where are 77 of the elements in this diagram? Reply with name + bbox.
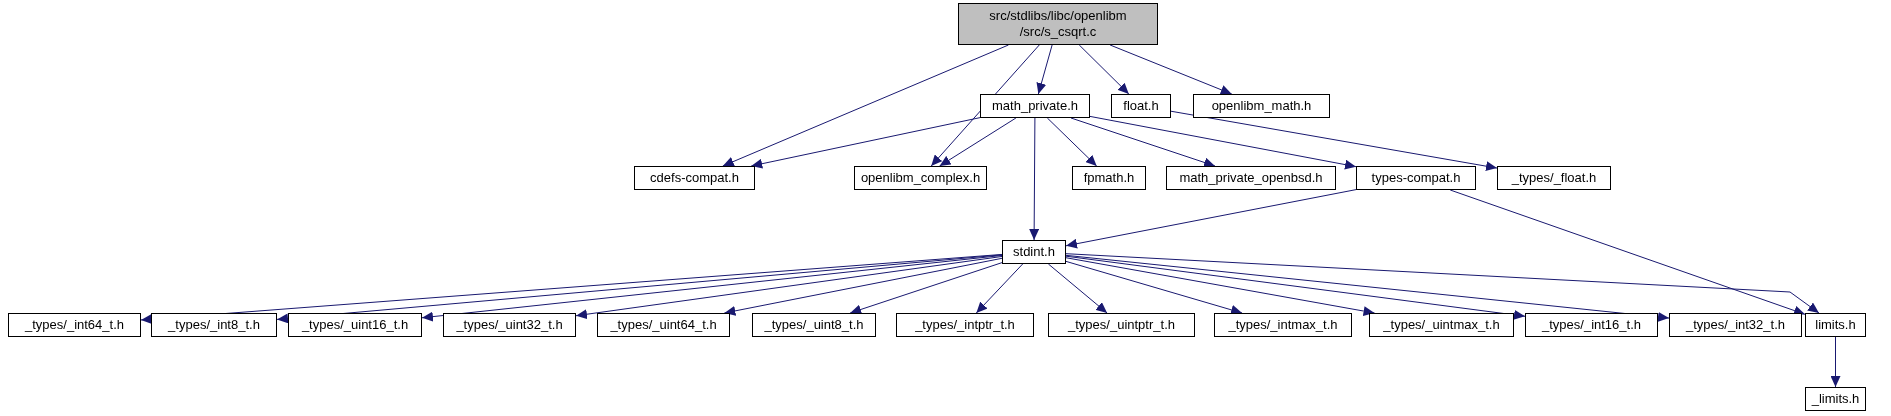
- file-box: [958, 3, 1158, 45]
- arrow: [1065, 253, 1820, 314]
- file-name: cdefs-compat.h: [650, 170, 739, 186]
- file-box: [896, 313, 1034, 337]
- file-name: _types/_float.h: [1511, 170, 1597, 186]
- file-box: [1048, 313, 1195, 337]
- file-box: [980, 94, 1090, 118]
- arrow: [575, 255, 1003, 320]
- file-box: [752, 313, 876, 337]
- arrow: [1109, 44, 1233, 95]
- file-name: _types/_int8_t.h: [168, 317, 260, 333]
- arrow: [750, 117, 981, 169]
- file-box: [1214, 313, 1352, 337]
- file-name: openlibm_complex.h: [860, 170, 981, 186]
- file-name: _types/_uint64_t.h: [610, 317, 717, 333]
- arrow: [849, 262, 1003, 315]
- file-box: [288, 313, 422, 337]
- arrow: [1065, 255, 1526, 320]
- arrow: [1070, 117, 1216, 168]
- file-box: [1369, 313, 1514, 337]
- file-name: _types/_uintptr_t.h: [1068, 317, 1175, 333]
- file-name: fpmath.h: [1083, 170, 1135, 186]
- file-name: _types/_uint16_t.h: [301, 317, 409, 333]
- arrow: [1065, 260, 1243, 315]
- arrow: [1065, 254, 1670, 322]
- arrow: [723, 257, 1003, 316]
- arrow: [1036, 44, 1053, 95]
- arrow: [140, 253, 1003, 325]
- arrow: [421, 254, 1003, 322]
- arrow: [1065, 189, 1357, 249]
- arrow: [1047, 263, 1108, 314]
- file-name: _limits.h: [1811, 391, 1860, 407]
- file-box: [634, 166, 755, 190]
- arrow: [1089, 115, 1357, 170]
- file-name: _types/_intmax_t.h: [1228, 317, 1338, 333]
- file-name: _types/_uint32_t.h: [456, 317, 563, 333]
- arrow: [1449, 189, 1806, 316]
- file-box: [8, 313, 141, 337]
- file-name: stdint.h: [1013, 244, 1055, 260]
- file-name: _types/_int32_t.h: [1686, 317, 1785, 333]
- file-name: _types/_intptr_t.h: [915, 317, 1015, 333]
- file-box: [854, 166, 987, 190]
- file-box: [1193, 94, 1330, 118]
- file-box: [597, 313, 730, 337]
- arrow: [1078, 44, 1130, 95]
- file-name: types-compat.h: [1371, 170, 1461, 186]
- file-name: float.h: [1123, 98, 1159, 114]
- file-box: [151, 313, 277, 337]
- arrow: [939, 117, 1017, 167]
- file-name: math_private.h: [992, 98, 1078, 114]
- file-box: [1356, 166, 1476, 190]
- file-box: [1166, 166, 1336, 190]
- arrow: [1029, 117, 1040, 241]
- file-name: limits.h: [1815, 317, 1856, 333]
- file-box: [1525, 313, 1658, 337]
- arrow: [276, 254, 1003, 324]
- file-box: [1111, 94, 1171, 118]
- file-box: [1072, 166, 1146, 190]
- arrow: [722, 44, 1009, 167]
- file-box: [1805, 313, 1866, 337]
- arrow: [1830, 336, 1841, 388]
- file-name: _types/_int16_t.h: [1542, 317, 1641, 333]
- file-box: [1669, 313, 1802, 337]
- file-name: openlibm_math.h: [1211, 98, 1312, 114]
- file-name: _types/_uintmax_t.h: [1383, 317, 1500, 333]
- file-name: src/stdlibs/libc/openlibm /src/s_csqrt.c: [988, 8, 1128, 40]
- file-name: _types/_uint8_t.h: [764, 317, 864, 333]
- arrow: [1170, 110, 1498, 172]
- arrow: [975, 263, 1024, 314]
- arrow: [1046, 117, 1098, 167]
- file-box: [1002, 240, 1066, 264]
- file-box: [1805, 387, 1866, 411]
- file-name: math_private_openbsd.h: [1179, 170, 1323, 186]
- file-name: _types/_int64_t.h: [25, 317, 124, 333]
- file-box: [1497, 166, 1611, 190]
- file-box: [443, 313, 576, 337]
- arrow: [1065, 257, 1375, 316]
